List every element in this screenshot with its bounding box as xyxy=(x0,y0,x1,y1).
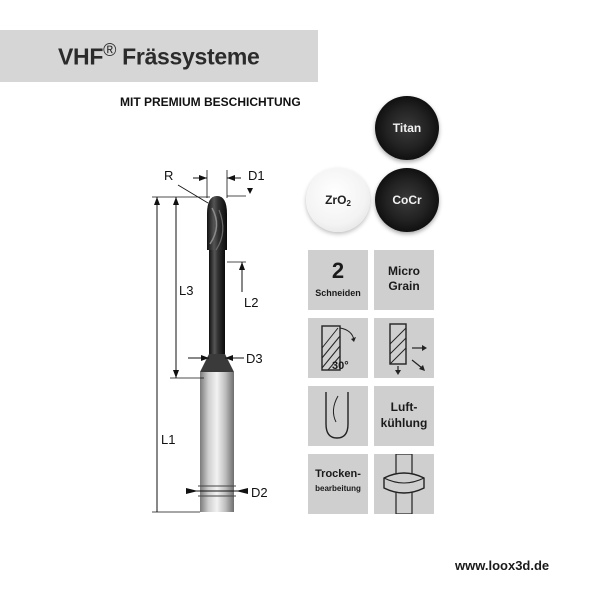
l3-arrow xyxy=(173,197,179,205)
cutting-edges-count: 2 xyxy=(331,258,345,283)
arrow-right-icon xyxy=(422,345,427,351)
d2-arrow xyxy=(236,488,248,494)
dim-label-l3: L3 xyxy=(179,283,194,298)
helix-angle-icon xyxy=(321,325,356,371)
dim-label-r: R xyxy=(164,168,174,183)
l3-arrow xyxy=(173,370,179,378)
helix-angle-icon-hatch xyxy=(321,345,341,369)
website-url: www.loox3d.de xyxy=(455,558,550,573)
cutting-edges-label: Schneiden xyxy=(315,288,361,298)
d1-arrow xyxy=(227,175,235,181)
d2-arrow xyxy=(186,488,198,494)
ball-nose-icon xyxy=(325,392,349,439)
r-leader xyxy=(177,184,209,204)
helix-angle-icon-hatch xyxy=(327,355,341,371)
l2-arrow xyxy=(239,262,245,270)
ball-nose-icon-body xyxy=(325,392,349,439)
air-cooling-line1: Luft- xyxy=(390,400,418,414)
page-title: VHF® Frässysteme xyxy=(58,40,260,71)
d3-arrow xyxy=(201,355,209,361)
air-cooling-line2: kühlung xyxy=(380,416,428,430)
tile-shank-collar xyxy=(374,454,434,514)
micro-grain-line2: Grain xyxy=(388,279,420,293)
cutting-direction-icon xyxy=(389,323,427,375)
d3-arrow xyxy=(225,355,233,361)
coating-label-zro2-sub: 2 xyxy=(346,198,351,208)
tile-helix-angle: 30° xyxy=(308,318,368,378)
coating-disc-cocr: CoCr xyxy=(375,168,439,232)
coating-disc-zro2: ZrO2 xyxy=(306,168,370,232)
tool-taper xyxy=(200,352,234,372)
cutting-direction-icon-hatch xyxy=(389,327,407,345)
helix-angle-icon-arc xyxy=(339,327,355,341)
tool-flute xyxy=(209,207,218,245)
ball-nose-icon-flute xyxy=(332,395,339,423)
helix-angle-icon-arrow xyxy=(351,337,356,342)
helix-angle-label: 30° xyxy=(332,360,349,372)
dim-label-l1: L1 xyxy=(161,432,176,447)
tile-dry-machining: Trocken- bearbeitung xyxy=(308,454,368,514)
tool-neck xyxy=(209,250,225,354)
product-line: Frässysteme xyxy=(116,43,260,70)
micro-grain-line1: Micro xyxy=(387,264,420,278)
coating-disc-titan: Titan xyxy=(375,96,439,160)
d1-arrow xyxy=(247,188,253,194)
dim-label-l2: L2 xyxy=(244,295,259,310)
title-bar xyxy=(0,30,318,82)
l1-arrow xyxy=(154,197,160,205)
tool-shank xyxy=(200,372,234,512)
cutting-direction-icon-hatch xyxy=(389,337,407,355)
tile-cutting-direction xyxy=(374,318,434,378)
subtitle: MIT PREMIUM BESCHICHTUNG xyxy=(120,95,301,109)
coating-label-cocr: CoCr xyxy=(392,193,422,207)
tile-cutting-edges: 2 Schneiden xyxy=(308,250,368,310)
shank-collar-icon-ring-edge xyxy=(383,477,425,484)
arrow-down-icon xyxy=(395,370,401,375)
registered-mark: ® xyxy=(103,40,117,60)
tile-micro-grain: Micro Grain xyxy=(374,250,434,310)
coating-label-zro2: ZrO2 xyxy=(325,193,351,208)
coating-label-titan: Titan xyxy=(392,121,422,135)
dim-label-d1: D1 xyxy=(248,168,265,183)
tool-flute xyxy=(215,209,224,251)
arrow-diagonal-icon xyxy=(419,365,425,371)
brand-name: VHF xyxy=(58,43,104,70)
dry-machining-line2: bearbeitung xyxy=(315,484,361,493)
shank-collar-icon xyxy=(383,454,425,514)
coating-label-zro2-main: ZrO xyxy=(325,192,347,207)
dim-label-d2: D2 xyxy=(251,485,268,500)
tile-air-cooling: Luft- kühlung xyxy=(374,386,434,446)
arrow-diagonal-icon xyxy=(411,359,423,369)
helix-angle-icon-hatch xyxy=(321,335,341,359)
helix-angle-icon-hatch xyxy=(321,327,339,349)
dry-machining-line1: Trocken- xyxy=(315,468,361,480)
d1-arrow xyxy=(199,175,207,181)
tile-ball-nose xyxy=(308,386,368,446)
cutting-direction-icon-hatch xyxy=(389,347,407,365)
dim-label-d3: D3 xyxy=(246,351,263,366)
